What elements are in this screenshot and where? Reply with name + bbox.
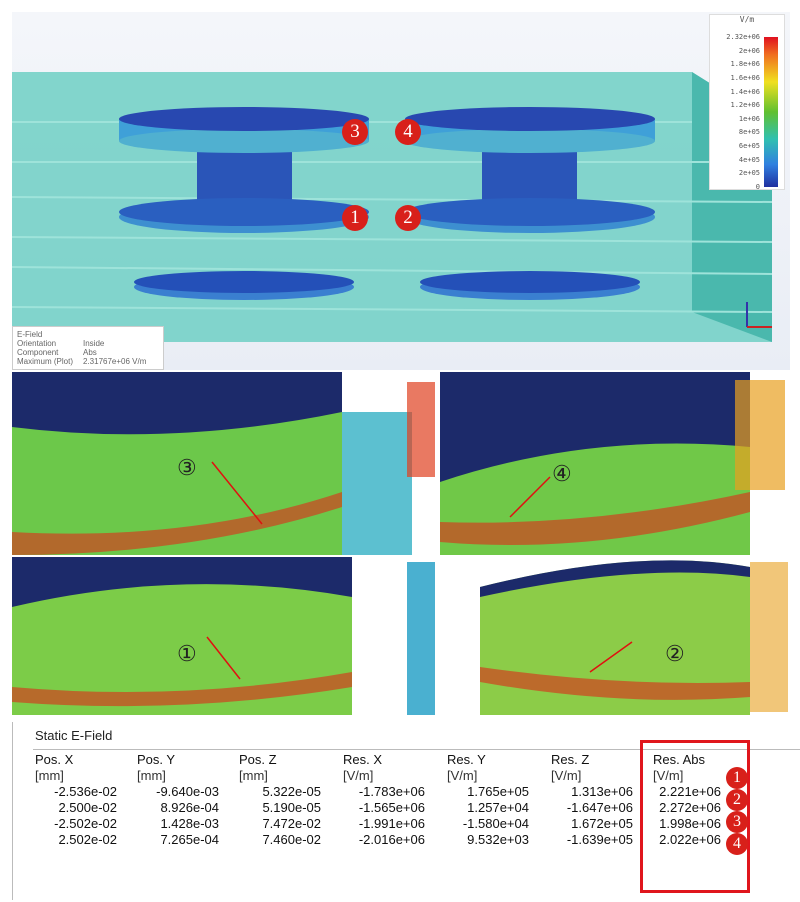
info-title: E-Field bbox=[17, 330, 43, 339]
detail-view-3[interactable]: ③ bbox=[12, 372, 436, 555]
legend-tick: 2e+05 bbox=[738, 169, 760, 178]
table-cell: -1.565e+06 bbox=[358, 800, 425, 815]
table-cell: 7.265e-04 bbox=[160, 832, 219, 847]
table-cell: -1.580e+04 bbox=[462, 816, 529, 831]
row-marker-2: 2 bbox=[726, 789, 748, 811]
legend-tick: 0 bbox=[755, 183, 760, 191]
column-header: Pos. Z bbox=[239, 752, 277, 767]
table-cell: 2.500e-02 bbox=[58, 800, 117, 815]
column-unit: [mm] bbox=[137, 768, 166, 783]
color-legend: V/m 2.32e+06 2e+06 1.8e+06 1.6e+06 1.4e+06 1.… bbox=[709, 14, 785, 191]
info-value: 2.31767e+06 V/m bbox=[83, 357, 147, 366]
info-value: Abs bbox=[83, 348, 97, 357]
column-header: Pos. Y bbox=[137, 752, 176, 767]
table-cell: 1.428e-03 bbox=[160, 816, 219, 831]
table-cell: 7.472e-02 bbox=[262, 816, 321, 831]
detail-view-1[interactable]: ① bbox=[12, 557, 436, 715]
table-cell: 2.022e+06 bbox=[659, 832, 721, 847]
table-cell: 1.998e+06 bbox=[659, 816, 721, 831]
table-cell: 2.221e+06 bbox=[659, 784, 721, 799]
column-header: Res. X bbox=[343, 752, 383, 767]
column-unit: [V/m] bbox=[343, 768, 374, 783]
info-label: Orientation bbox=[17, 339, 57, 348]
legend-tick: 4e+05 bbox=[738, 155, 760, 164]
point-label-1: ① bbox=[177, 642, 197, 667]
table-cell: 1.765e+05 bbox=[467, 784, 529, 799]
column-header: Res. Abs bbox=[653, 752, 706, 767]
table-cell: 8.926e-04 bbox=[160, 800, 219, 815]
table-cell: -2.502e-02 bbox=[54, 816, 117, 831]
point-label-3: ③ bbox=[177, 456, 197, 481]
column-unit: [mm] bbox=[239, 768, 268, 783]
point-label-4: ④ bbox=[552, 462, 572, 487]
model-render bbox=[12, 72, 773, 342]
point-label-2: ② bbox=[665, 642, 685, 667]
table-cell: -1.991e+06 bbox=[358, 816, 425, 831]
table-cell: 5.190e-05 bbox=[262, 800, 321, 815]
table-cell: -1.647e+06 bbox=[566, 800, 633, 815]
marker-4: 4 bbox=[395, 119, 421, 145]
legend-tick: 1.2e+06 bbox=[730, 101, 760, 110]
detail-view-4[interactable]: ④ bbox=[440, 372, 790, 555]
column-unit: [V/m] bbox=[447, 768, 478, 783]
legend-tick: 2.32e+06 bbox=[726, 33, 760, 41]
table-column: Res. X[V/m]-1.783e+06-1.565e+06-1.991e+0… bbox=[343, 752, 425, 848]
res-abs-highlight-box bbox=[640, 740, 750, 893]
table-cell: 1.257e+04 bbox=[467, 800, 529, 815]
table-cell: 5.322e-05 bbox=[262, 784, 321, 799]
marker-2: 2 bbox=[395, 205, 421, 231]
column-header: Res. Z bbox=[551, 752, 590, 767]
table-cell: -9.640e-03 bbox=[156, 784, 219, 799]
table-cell: -2.536e-02 bbox=[54, 784, 117, 799]
column-unit: [V/m] bbox=[653, 768, 684, 783]
info-label: Maximum (Plot) bbox=[17, 357, 74, 366]
table-cell: 9.532e+03 bbox=[467, 832, 529, 847]
table-cell: 1.672e+05 bbox=[571, 816, 633, 831]
table-cell: -2.016e+06 bbox=[358, 832, 425, 847]
table-cell: 1.313e+06 bbox=[571, 784, 633, 799]
table-cell: -1.639e+05 bbox=[566, 832, 633, 847]
legend-tick: 1e+06 bbox=[738, 114, 760, 123]
column-header: Res. Y bbox=[447, 752, 486, 767]
field-info-box: E-Field Orientation Inside Component Abs M… bbox=[12, 326, 164, 370]
table-cell: 2.502e-02 bbox=[58, 832, 117, 847]
table-cell: 2.272e+06 bbox=[659, 800, 721, 815]
info-label: Component bbox=[17, 348, 59, 357]
column-unit: [mm] bbox=[35, 768, 64, 783]
legend-tick: 8e+05 bbox=[738, 128, 760, 137]
info-value: Inside bbox=[83, 339, 105, 348]
marker-3: 3 bbox=[342, 119, 368, 145]
row-marker-1: 1 bbox=[726, 767, 748, 789]
legend-unit: V/m bbox=[739, 15, 755, 24]
detail-view-2[interactable]: ② bbox=[440, 557, 790, 715]
column-header: Pos. X bbox=[35, 752, 74, 767]
row-marker-3: 3 bbox=[726, 811, 748, 833]
legend-tick: 1.4e+06 bbox=[730, 87, 760, 96]
table-title: Static E-Field bbox=[35, 728, 113, 743]
row-marker-4: 4 bbox=[726, 833, 748, 855]
column-unit: [V/m] bbox=[551, 768, 582, 783]
legend-tick: 1.6e+06 bbox=[730, 73, 760, 82]
legend-tick: 1.8e+06 bbox=[730, 60, 760, 69]
legend-tick: 6e+05 bbox=[738, 142, 760, 151]
legend-tick: 2e+06 bbox=[738, 46, 760, 55]
marker-1: 1 bbox=[342, 205, 368, 231]
table-cell: 7.460e-02 bbox=[262, 832, 321, 847]
table-cell: -1.783e+06 bbox=[358, 784, 425, 799]
3d-field-view[interactable]: 3 4 1 2 V/m 2.32e+06 2e+06 1.8e+06 1.6e+06 1… bbox=[12, 12, 790, 370]
